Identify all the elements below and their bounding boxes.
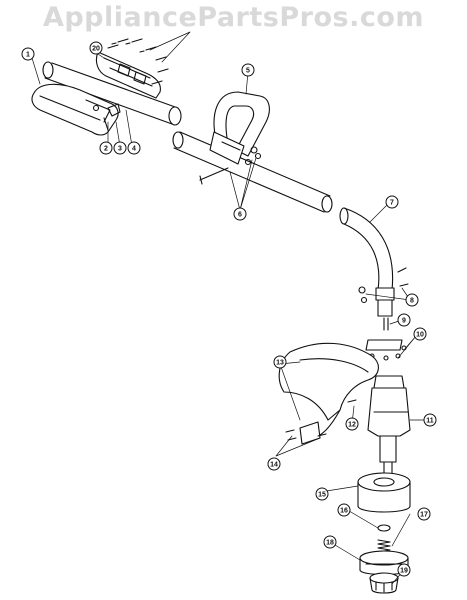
svg-text:12: 12	[348, 422, 356, 429]
callout-2[interactable]: 2	[99, 141, 113, 155]
handle-housing-left	[31, 83, 119, 136]
handle-housing-right	[95, 51, 161, 99]
callout-10[interactable]: 10	[413, 327, 427, 341]
svg-text:20: 20	[92, 46, 100, 53]
lower-curved-tube	[339, 207, 395, 317]
washer	[377, 524, 391, 532]
svg-text:15: 15	[318, 492, 326, 499]
drive-shaft	[383, 317, 389, 331]
svg-text:5: 5	[246, 68, 250, 75]
callout-6[interactable]: 6	[233, 207, 247, 221]
callout-9[interactable]: 9	[397, 313, 411, 327]
callout-7[interactable]: 7	[385, 195, 399, 209]
handle-screws	[107, 38, 169, 85]
callout-14[interactable]: 14	[267, 457, 281, 471]
svg-text:3: 3	[118, 146, 122, 153]
svg-text:2: 2	[104, 146, 108, 153]
callout-5[interactable]: 5	[241, 63, 255, 77]
callout-18[interactable]: 18	[323, 535, 337, 549]
callout-11[interactable]: 11	[423, 413, 437, 427]
callout-12[interactable]: 12	[345, 417, 359, 431]
callout-17[interactable]: 17	[417, 507, 431, 521]
svg-text:16: 16	[340, 508, 348, 515]
svg-text:10: 10	[416, 332, 424, 339]
assist-handle	[209, 91, 270, 165]
svg-text:8: 8	[410, 298, 414, 305]
callout-labels: 1 2 3 4 5 6 7	[21, 41, 437, 577]
svg-text:18: 18	[326, 540, 334, 547]
callout-19[interactable]: 19	[397, 563, 411, 577]
spool-housing	[357, 472, 411, 513]
handle-bolts	[199, 146, 262, 185]
spring	[377, 539, 391, 553]
svg-text:6: 6	[238, 212, 242, 219]
callout-4[interactable]: 4	[127, 141, 141, 155]
gear-head	[367, 375, 411, 475]
callout-3[interactable]: 3	[113, 141, 127, 155]
svg-text:7: 7	[390, 200, 394, 207]
callout-8[interactable]: 8	[405, 293, 419, 307]
tube-clamp-screws	[358, 267, 409, 304]
callout-20[interactable]: 20	[89, 41, 103, 55]
svg-text:1: 1	[26, 52, 30, 59]
callout-16[interactable]: 16	[337, 503, 351, 517]
svg-text:19: 19	[400, 568, 408, 575]
bump-knob	[369, 572, 399, 594]
callout-1[interactable]: 1	[21, 47, 35, 61]
grass-guard	[278, 342, 379, 445]
watermark-text: AppliancePartsPros.com	[42, 2, 425, 33]
callout-15[interactable]: 15	[315, 487, 329, 501]
svg-text:17: 17	[420, 512, 428, 519]
callout-13[interactable]: 13	[273, 355, 287, 369]
svg-text:11: 11	[426, 418, 434, 425]
svg-text:9: 9	[402, 318, 406, 325]
svg-text:13: 13	[276, 360, 284, 367]
svg-text:14: 14	[270, 462, 278, 469]
svg-text:4: 4	[132, 146, 136, 153]
trigger-parts	[103, 103, 121, 131]
